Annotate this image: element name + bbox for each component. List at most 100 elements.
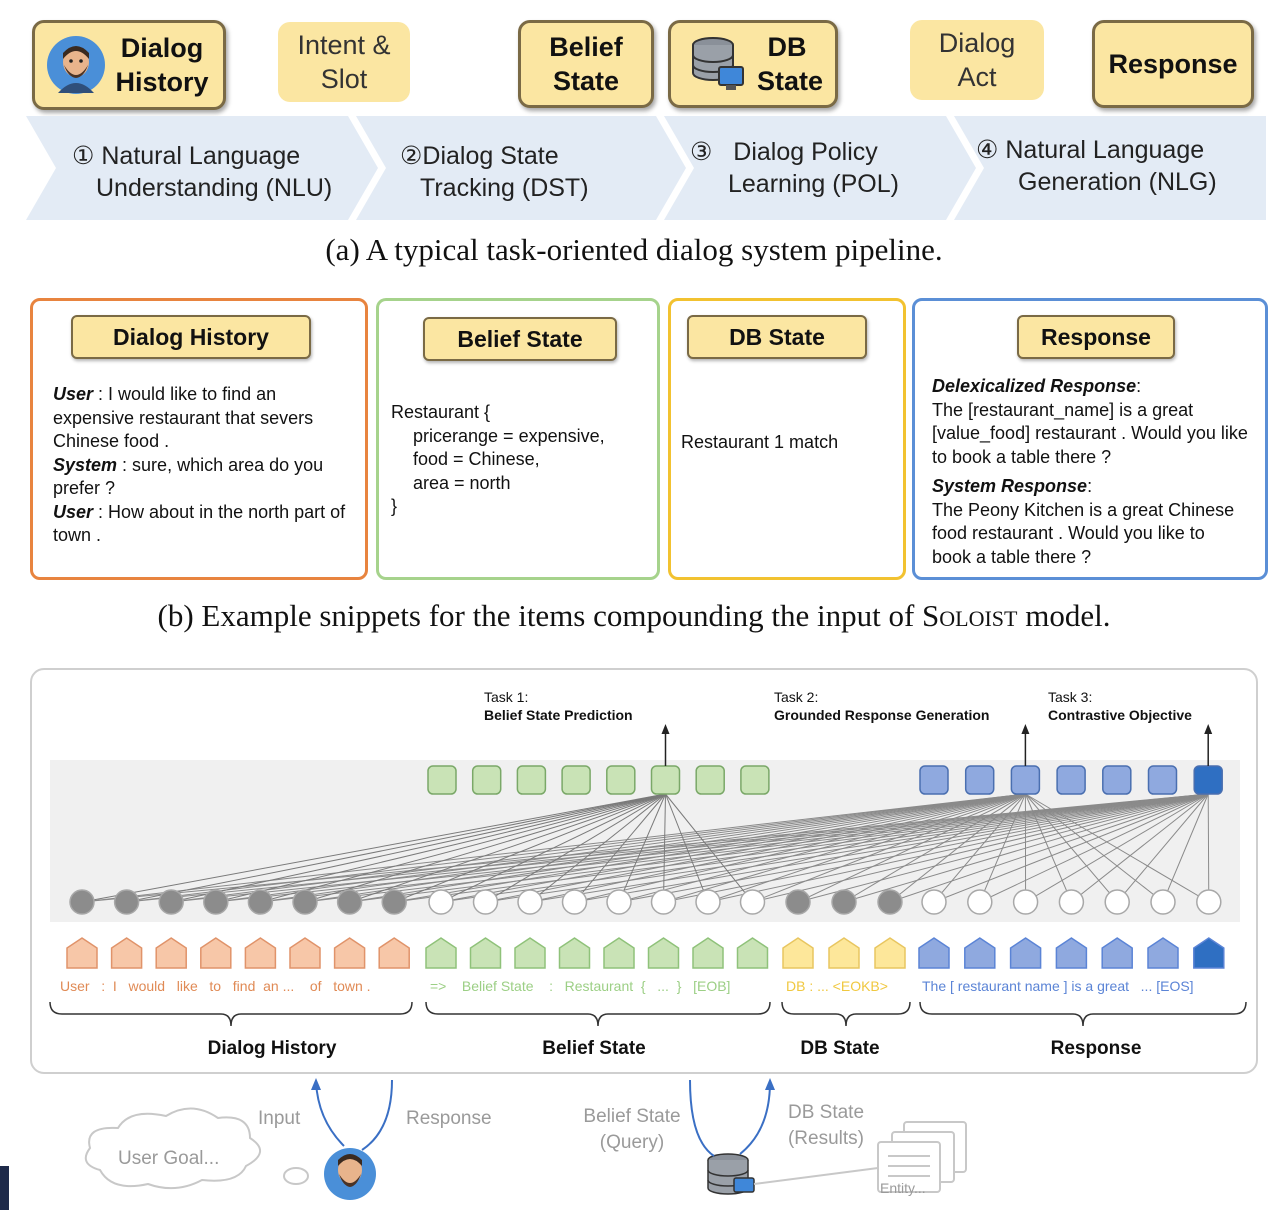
intent-slot-box: Intent & Slot bbox=[278, 22, 410, 102]
token-labels-belief: => Belief State : Restaurant { ... } [EO… bbox=[430, 978, 730, 994]
response-flow-label: Response bbox=[406, 1108, 492, 1129]
caption-b-prefix: (b) Example snippets for the items compo… bbox=[157, 598, 923, 633]
attention-line bbox=[440, 793, 666, 903]
attention-line bbox=[171, 793, 666, 903]
history-line: System : sure, which area do you prefer … bbox=[53, 454, 353, 501]
task-3-number: Task 3: bbox=[1048, 689, 1093, 705]
token: : bbox=[101, 978, 106, 994]
token: : bbox=[549, 978, 553, 994]
attention-line bbox=[1025, 793, 1210, 903]
delex-response-label: Delexicalized Response bbox=[932, 376, 1137, 396]
token: ... bbox=[657, 978, 669, 994]
stage-chevron-nlg bbox=[954, 116, 1266, 220]
hidden-state-circle bbox=[921, 889, 947, 915]
task-3-label: Task 3: Contrastive Objective bbox=[1048, 688, 1192, 724]
token: town bbox=[333, 978, 363, 994]
attention-line bbox=[752, 793, 1026, 903]
attention-line bbox=[304, 793, 1026, 903]
stage-pol-number: ③ bbox=[690, 138, 713, 166]
segment-brace-db bbox=[781, 1001, 911, 1027]
output-token-belief bbox=[516, 765, 547, 795]
segment-label-db: DB State bbox=[800, 1038, 880, 1059]
input-token-embedding bbox=[1055, 937, 1088, 969]
token: Belief State bbox=[461, 978, 534, 994]
token: to bbox=[209, 978, 222, 994]
task-arrowhead bbox=[661, 724, 670, 734]
task-1-name: Belief State Prediction bbox=[484, 707, 633, 723]
task-arrowhead bbox=[1204, 724, 1213, 734]
belief-query-line2: (Query) bbox=[599, 1132, 665, 1153]
stage-nlg: ④ Natural Language Generation (NLG) bbox=[976, 134, 1246, 234]
task-arrowhead bbox=[1021, 724, 1030, 734]
attention-line bbox=[843, 793, 1209, 903]
hidden-state-circle bbox=[785, 889, 811, 915]
hidden-state-circle bbox=[203, 889, 229, 915]
attention-line bbox=[933, 793, 1026, 903]
attention-line bbox=[665, 793, 753, 903]
attention-line bbox=[485, 793, 1026, 903]
stage-dst-line1: Dialog State bbox=[422, 142, 559, 170]
response-text: Delexicalized Response: The [restaurant_… bbox=[932, 375, 1248, 569]
attention-line bbox=[618, 793, 1026, 903]
system-response-text: The Peony Kitchen is a great Chinese foo… bbox=[932, 499, 1235, 567]
input-token-embedding bbox=[964, 937, 996, 969]
attention-line bbox=[707, 793, 1026, 903]
hidden-state-circle bbox=[472, 889, 499, 915]
system-response-label: System Response bbox=[932, 476, 1088, 496]
stage-dst-line2: Tracking (DST) bbox=[420, 174, 589, 202]
attention-line bbox=[843, 793, 1026, 903]
token: Restaurant bbox=[564, 978, 634, 994]
attention-line bbox=[304, 793, 666, 903]
input-token-embedding bbox=[692, 937, 724, 969]
token: like bbox=[176, 978, 198, 994]
token: of bbox=[309, 978, 322, 994]
hidden-state-circle bbox=[606, 889, 632, 915]
hidden-state-circle bbox=[877, 889, 903, 915]
belief-line: pricerange = expensive, bbox=[413, 425, 605, 446]
attention-line bbox=[394, 793, 666, 903]
input-token-embedding bbox=[110, 937, 143, 969]
stage-pol: ③ Dialog Policy Learning (POL) bbox=[690, 136, 950, 236]
panel-dialog-history-title: Dialog History bbox=[71, 315, 311, 359]
output-token-response bbox=[1193, 765, 1223, 795]
attention-line bbox=[1025, 793, 1118, 903]
panel-db-state-title: DB State bbox=[687, 315, 867, 359]
dialog-history-box-label: Dialog History bbox=[115, 33, 209, 97]
stage-nlu: ① Natural Language Understanding (NLU) bbox=[72, 140, 362, 240]
output-token-belief bbox=[427, 765, 457, 795]
dialog-history-text: User : I would like to find an expensive… bbox=[53, 383, 353, 548]
token: } bbox=[676, 978, 682, 994]
input-token-embedding bbox=[333, 937, 366, 969]
stage-chevron-pol bbox=[664, 116, 976, 220]
panel-db-state: DB State Restaurant 1 match bbox=[668, 298, 906, 580]
attention-line bbox=[260, 793, 666, 903]
attention-line bbox=[663, 793, 666, 903]
thought-bubble bbox=[283, 1167, 309, 1185]
interaction-graphics bbox=[84, 1078, 967, 1200]
query-arrow bbox=[689, 1079, 715, 1157]
hidden-state-circle bbox=[336, 889, 363, 915]
attention-line bbox=[349, 793, 1026, 903]
token: would bbox=[128, 978, 166, 994]
attention-line bbox=[440, 793, 1209, 903]
token: I bbox=[112, 978, 117, 994]
attention-line bbox=[215, 793, 666, 903]
segment-label-history: Dialog History bbox=[207, 1038, 337, 1059]
panel-response: Response Delexicalized Response: The [re… bbox=[912, 298, 1268, 580]
panel-belief-state: Belief State Restaurant { pricerange = e… bbox=[376, 298, 660, 580]
task-3-name: Contrastive Objective bbox=[1048, 707, 1192, 723]
attention-line bbox=[1025, 793, 1164, 903]
db-results-line1: DB State bbox=[787, 1102, 865, 1123]
utterance: : sure, which area do you prefer ? bbox=[53, 454, 324, 499]
attention-line bbox=[529, 793, 666, 903]
segment-brace-history bbox=[49, 1001, 413, 1027]
token: { bbox=[640, 978, 646, 994]
task-2-name: Grounded Response Generation bbox=[774, 707, 990, 723]
database-icon bbox=[692, 37, 744, 90]
response-box-label: Response bbox=[1108, 49, 1238, 79]
token-labels-history: User : I would like to find an ... of to… bbox=[60, 978, 371, 994]
attention-line bbox=[349, 793, 666, 903]
belief-state-box-label: Belief State bbox=[549, 32, 623, 96]
user-avatar-icon bbox=[47, 36, 105, 94]
output-token-belief bbox=[695, 765, 725, 795]
